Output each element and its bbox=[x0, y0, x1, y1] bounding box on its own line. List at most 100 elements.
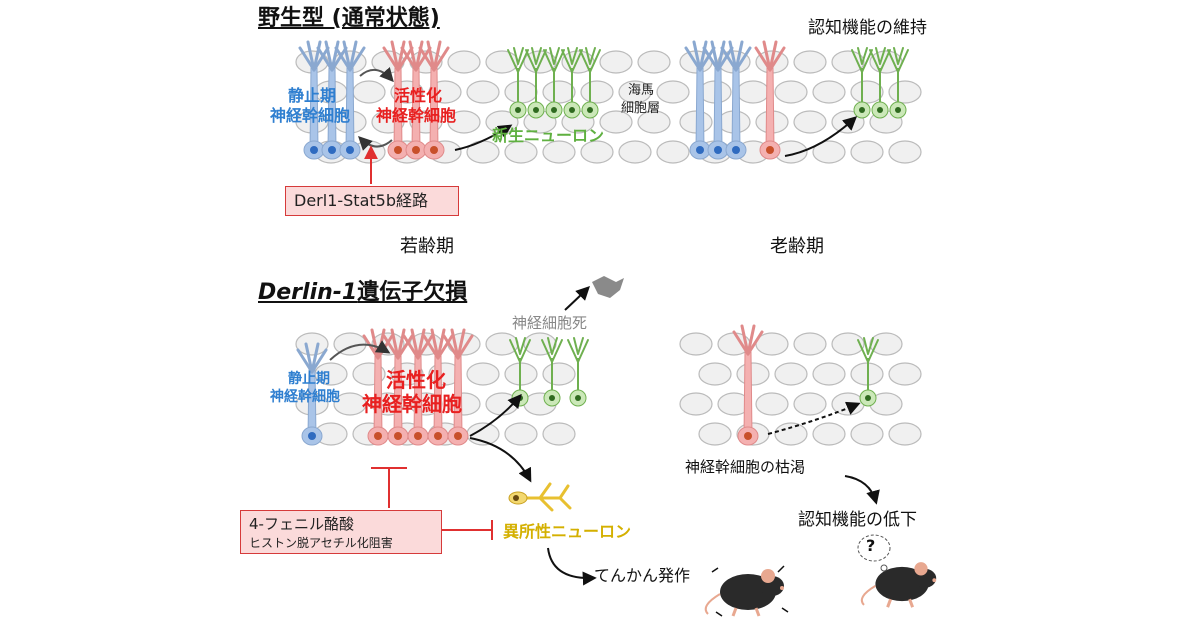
stem-cell-branch bbox=[382, 46, 400, 72]
pathway-label: Derl1-Stat5b経路 bbox=[294, 191, 428, 210]
background-cell bbox=[580, 140, 614, 164]
stem-cell-branch bbox=[442, 334, 460, 360]
young-stage-label: 若齢期 bbox=[400, 236, 454, 257]
active-label-bottom-2: 神経幹細胞 bbox=[362, 392, 462, 416]
background-cell bbox=[504, 80, 538, 104]
background-cell bbox=[812, 422, 846, 446]
active-label-top-2: 神経幹細胞 bbox=[376, 106, 457, 125]
stem-cell-process bbox=[713, 67, 723, 151]
background-cell bbox=[542, 80, 576, 104]
cell-layer-label: 細胞層 bbox=[621, 101, 661, 116]
background-cell bbox=[580, 80, 614, 104]
background-cell bbox=[447, 110, 481, 134]
background-cell bbox=[447, 50, 481, 74]
stem-cell-branch bbox=[390, 40, 400, 72]
neuron-branches bbox=[509, 337, 531, 363]
ectopic-neuron-nucleus bbox=[513, 495, 519, 501]
background-cell bbox=[679, 392, 713, 416]
stem-cell-nucleus bbox=[696, 146, 704, 154]
stem-cell-nucleus bbox=[414, 432, 422, 440]
background-cell bbox=[831, 332, 865, 356]
background-cell bbox=[618, 140, 652, 164]
stem-cell-branch bbox=[396, 334, 414, 360]
ectopic-neuron-dendrites bbox=[518, 482, 572, 512]
stem-cell-branch bbox=[720, 46, 738, 72]
stem-cell-branch bbox=[432, 46, 450, 72]
background-cell bbox=[736, 80, 770, 104]
stem-cell-process bbox=[731, 67, 741, 151]
background-cell bbox=[656, 80, 690, 104]
stem-cell-branch bbox=[414, 46, 432, 72]
activation-cycle-arrow-top bbox=[359, 66, 394, 83]
quiescent-label-bottom-1: 静止期 bbox=[288, 371, 330, 387]
aged-mouse-tail bbox=[860, 585, 876, 606]
stem-cell-branch bbox=[362, 334, 380, 360]
ectopic-neuron-label: 異所性ニューロン bbox=[503, 522, 632, 541]
newborn-neuron-label: 新生ニューロン bbox=[492, 126, 605, 145]
background-cell bbox=[888, 80, 922, 104]
stem-cell-branch bbox=[698, 40, 708, 72]
background-cell bbox=[812, 80, 846, 104]
stem-cell-branch bbox=[734, 46, 752, 72]
background-cell bbox=[466, 362, 500, 386]
background-cell bbox=[774, 362, 808, 386]
stem-cell-branch bbox=[402, 334, 420, 360]
stem-cell-nucleus bbox=[744, 432, 752, 440]
background-cell bbox=[485, 332, 519, 356]
neuron-nucleus bbox=[515, 107, 521, 113]
stem-cell-branch bbox=[390, 328, 400, 360]
stem-cell-branch bbox=[436, 328, 446, 360]
stem-cell-nucleus bbox=[430, 146, 438, 154]
seizure-mouse-tail bbox=[704, 593, 721, 615]
background-cell bbox=[542, 140, 576, 164]
neuron-nucleus bbox=[877, 107, 883, 113]
cognition-maintained-label: 認知機能の維持 bbox=[808, 18, 927, 38]
active-label-top-1: 活性化 bbox=[394, 86, 443, 105]
knockout-title-rest: 遺伝子欠損 bbox=[357, 280, 468, 305]
stem-cell-branch bbox=[416, 328, 426, 360]
background-cell bbox=[774, 80, 808, 104]
background-cell bbox=[793, 392, 827, 416]
background-cell bbox=[888, 140, 922, 164]
neuron-nucleus bbox=[865, 395, 871, 401]
stem-cell-branch bbox=[740, 324, 750, 356]
quiescent-label-bottom-2: 神経幹細胞 bbox=[270, 389, 340, 405]
stem-cell-branch bbox=[422, 334, 440, 360]
background-cell bbox=[812, 140, 846, 164]
stem-cell-branch bbox=[324, 40, 334, 72]
background-cell bbox=[637, 50, 671, 74]
dead-neuron-debris-icon bbox=[592, 276, 624, 298]
background-cell bbox=[542, 422, 576, 446]
hippocampus-label: 海馬 bbox=[628, 83, 655, 98]
neurogenesis-arrow-aged bbox=[784, 116, 858, 157]
stem-cell-process bbox=[743, 351, 753, 437]
background-cell bbox=[850, 422, 884, 446]
quiescent-label-top-1: 静止期 bbox=[288, 86, 337, 105]
stem-cell-nucleus bbox=[308, 432, 316, 440]
stem-cell-branch bbox=[754, 46, 772, 72]
stem-cell-nucleus bbox=[374, 432, 382, 440]
neuron-branches bbox=[887, 47, 909, 73]
background-cell bbox=[656, 140, 690, 164]
neurogenesis-arrow-top bbox=[454, 124, 513, 151]
background-cell bbox=[679, 332, 713, 356]
neuron-branches bbox=[567, 337, 589, 363]
neuron-branches bbox=[507, 47, 529, 73]
stem-cell-process bbox=[695, 67, 705, 151]
neuron-nucleus bbox=[569, 107, 575, 113]
stem-cell-branch bbox=[716, 46, 734, 72]
stem-cell-branch bbox=[342, 40, 352, 72]
question-mark-icon: ? bbox=[866, 536, 876, 555]
thought-bubble-dot bbox=[880, 564, 888, 572]
stem-cell-branch bbox=[762, 40, 772, 72]
neuron-nucleus bbox=[575, 395, 581, 401]
stem-cell-branch bbox=[396, 46, 414, 72]
stem-cell-branch bbox=[348, 40, 358, 72]
stem-cell-branch bbox=[312, 40, 322, 72]
neuron-nucleus bbox=[895, 107, 901, 113]
stem-cell-branch bbox=[396, 328, 406, 360]
background-cell bbox=[599, 110, 633, 134]
neuron-branches bbox=[525, 47, 547, 73]
drug-box: 4-フェニル酪酸 ヒストン脱アセチル化阻害 bbox=[240, 510, 442, 554]
neuron-to-death-arrow bbox=[469, 393, 522, 437]
